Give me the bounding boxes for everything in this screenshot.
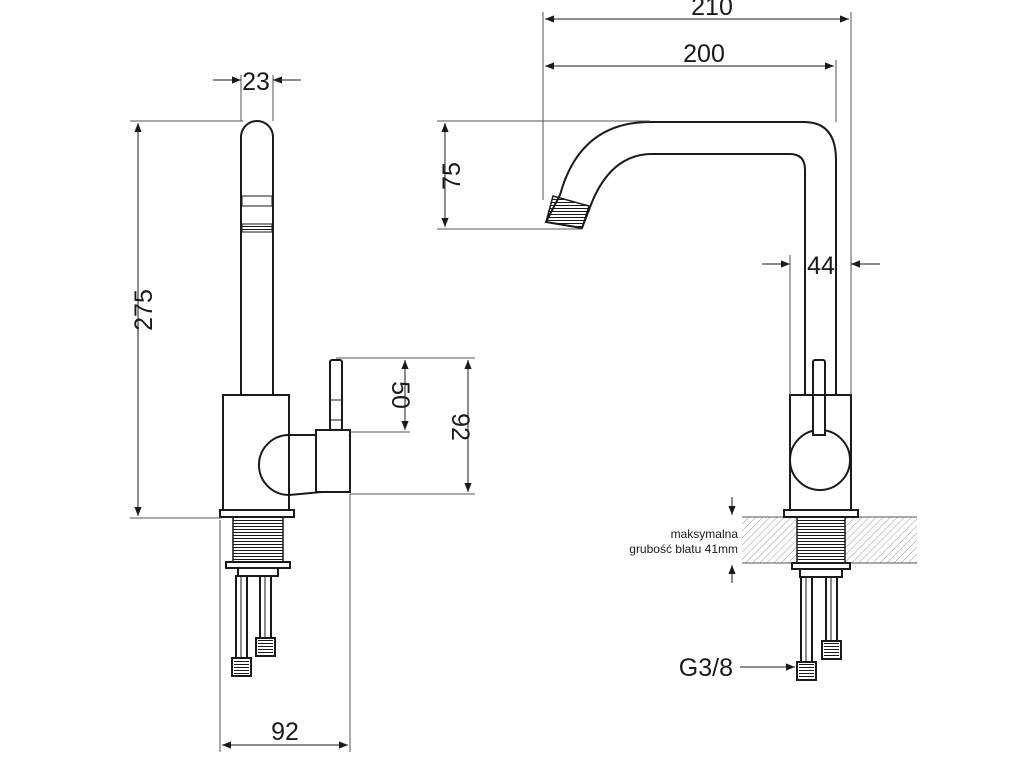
- side-aerator-ring: [241, 195, 273, 207]
- front-knob: [789, 429, 851, 491]
- dim-side-height: 275: [130, 289, 158, 331]
- dim-front-total-width: 210: [691, 0, 733, 21]
- dim-lever-height: 50: [386, 381, 414, 409]
- side-knob: [258, 433, 290, 497]
- dim-body-height: 92: [446, 413, 474, 441]
- dim-front-spout-reach: 200: [683, 40, 725, 68]
- front-aerator: [545, 195, 590, 229]
- dim-side-top-width: 23: [242, 68, 270, 96]
- front-mounting-thread: [797, 517, 845, 563]
- side-spout-tube: [240, 120, 274, 396]
- front-base-flange: [783, 509, 859, 518]
- dim-base-width: 92: [271, 718, 299, 746]
- side-lever-housing: [315, 429, 351, 493]
- side-view: 23 275 50 92 92: [130, 68, 475, 752]
- note-connection: G3/8: [679, 654, 733, 682]
- side-base-flange: [219, 509, 295, 518]
- front-lever-stem: [812, 394, 826, 436]
- side-aerator: [241, 223, 273, 233]
- front-spout: [544, 121, 837, 396]
- side-lever: [329, 359, 343, 431]
- front-view: 210 200 75 44 maksymalna grubość blatu 4…: [437, 0, 917, 682]
- note-thickness-line1: maksymalna: [671, 527, 739, 541]
- note-thickness-line2: grubość blatu 41mm: [629, 542, 738, 556]
- dim-front-spout-drop: 75: [438, 162, 466, 190]
- side-mounting-thread: [232, 516, 284, 563]
- dim-front-column-width: 44: [807, 252, 835, 280]
